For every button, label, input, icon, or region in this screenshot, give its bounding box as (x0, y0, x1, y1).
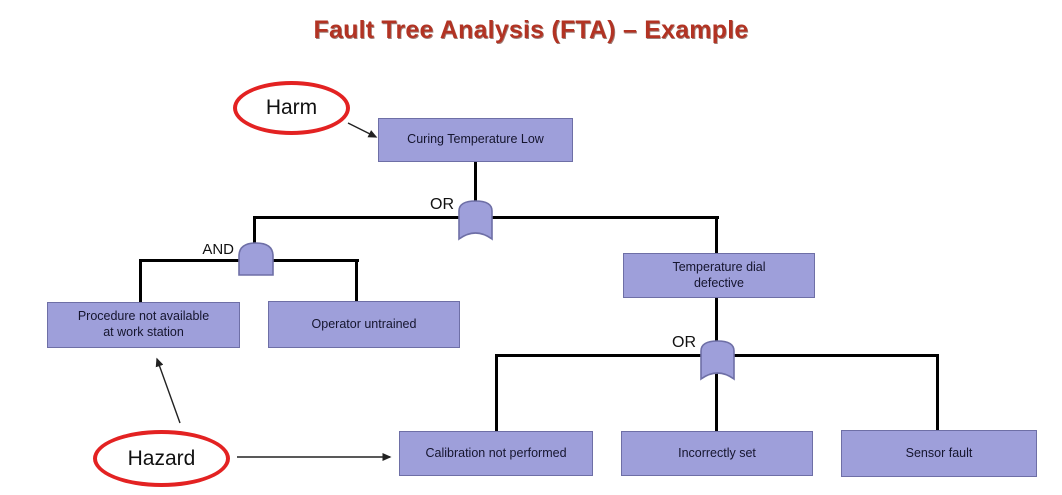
connector-and-to-operator (355, 260, 358, 302)
connector-or-to-and (253, 216, 256, 244)
connector-and-to-procedure (139, 260, 142, 303)
node-temperature-dial: Temperature dial defective (623, 253, 815, 298)
connector-or-sub-to-calibration (495, 355, 498, 432)
or-gate-main (458, 200, 493, 241)
connector-or-sub-to-sensor (936, 355, 939, 431)
harm-callout: Harm (233, 81, 350, 135)
harm-arrow (347, 122, 378, 138)
node-incorrectly-set: Incorrectly set (621, 431, 813, 476)
page-title: Fault Tree Analysis (FTA) – Example (313, 16, 749, 44)
or-gate-sub (700, 340, 735, 381)
node-procedure-not-available: Procedure not available at work station (47, 302, 240, 348)
hazard-arrow-to-procedure (155, 357, 181, 424)
and-main-label: AND (202, 241, 234, 258)
connector-or-to-temp-dial (715, 216, 718, 254)
node-operator-untrained: Operator untrained (268, 301, 460, 348)
node-top-event: Curing Temperature Low (378, 118, 573, 162)
node-sensor-fault: Sensor fault (841, 430, 1037, 477)
connector-top-event-to-or (474, 162, 477, 218)
or-sub-label: OR (672, 334, 696, 351)
connector-temp-dial-to-or-sub (715, 297, 718, 342)
hazard-callout: Hazard (93, 430, 230, 487)
connector-or-sub-to-incorrect (715, 368, 718, 432)
or-main-label: OR (430, 196, 454, 213)
and-gate-main (238, 242, 274, 276)
node-calibration-not-performed: Calibration not performed (399, 431, 593, 476)
